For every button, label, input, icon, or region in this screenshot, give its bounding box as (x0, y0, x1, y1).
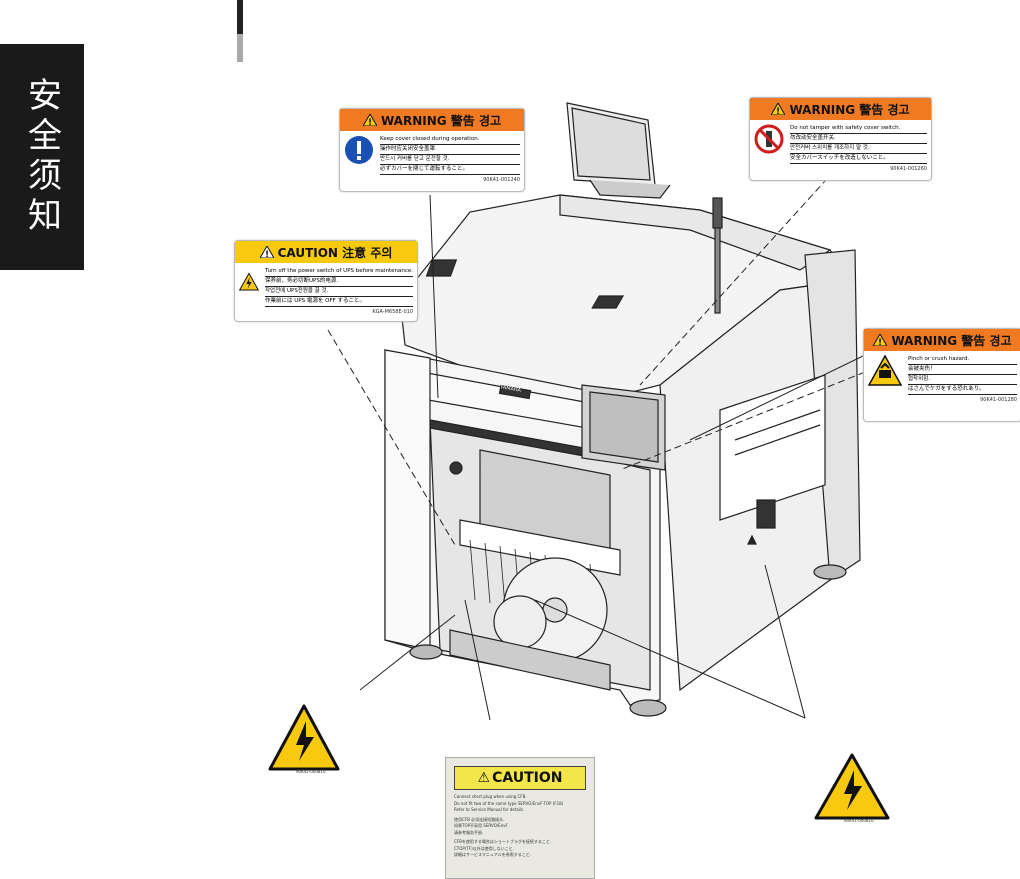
label-code: 90K41-000810 (844, 818, 874, 823)
high-voltage-label-left: 90K41-000810 (268, 703, 340, 775)
electric-shock-icon (814, 753, 890, 820)
svg-text:!: ! (265, 250, 269, 258)
label-text-lines: Connect short plug when using CFB. Do no… (454, 794, 564, 857)
mandatory-action-icon (345, 136, 373, 164)
caution-label-cfb: ⚠ CAUTION Connect short plug when using … (445, 757, 595, 879)
svg-text:!: ! (776, 107, 780, 115)
warning-label-pinch: ! WARNING 警告 경고 Pinch or crush hazard. 会… (863, 328, 1020, 422)
label-text-lines: Pinch or crush hazard. 会被夹伤！ 협착위험. はさんでケ… (908, 355, 1017, 395)
warning-label-cover-closed: ! WARNING 警告 경고 Keep cover closed during… (339, 108, 525, 192)
label-code: 90K41-001260 (890, 166, 927, 172)
prohibition-icon (754, 124, 784, 154)
svg-text:!: ! (368, 118, 372, 126)
warning-triangle-icon: ! (259, 246, 274, 258)
label-text-lines: Do not tamper with safety cover switch. … (790, 124, 927, 164)
warning-label-safety-switch: ! WARNING 警告 경고 Do not tamper with safet… (749, 97, 932, 181)
header-accent-bar (237, 0, 243, 62)
label-header: ⚠ CAUTION (454, 766, 586, 790)
electric-shock-icon (239, 272, 259, 291)
warning-triangle-icon: ! (873, 334, 888, 346)
electric-shock-icon (268, 704, 340, 771)
pinch-hazard-icon (868, 355, 902, 386)
label-header: ! WARNING 警告 경고 (864, 329, 1020, 351)
warning-triangle-icon: ! (771, 103, 786, 115)
label-text-lines: Turn off the power switch of UPS before … (264, 267, 413, 307)
label-text-lines: Keep cover closed during operation. 操作时应… (380, 135, 520, 175)
warning-triangle-icon: ⚠ (477, 770, 491, 786)
label-code: 90K41-000810 (296, 769, 326, 774)
label-header: ! WARNING 警告 경고 (750, 98, 931, 120)
section-side-tab: 安全须知 (0, 44, 84, 270)
label-header: ! WARNING 警告 경고 (340, 109, 524, 131)
caution-label-ups: ! CAUTION 注意 주의 Turn off the power switc… (234, 240, 418, 322)
high-voltage-label-right: 90K41-000810 (814, 752, 890, 824)
label-code: 90K41-001280 (980, 397, 1017, 403)
label-code: 90K41-001240 (483, 177, 520, 183)
label-code: KGA-M658E-010 (372, 309, 413, 315)
section-title: 安全须知 (21, 77, 62, 237)
svg-text:!: ! (878, 338, 882, 346)
label-header: ! CAUTION 注意 주의 (235, 241, 417, 263)
warning-triangle-icon: ! (362, 114, 377, 126)
